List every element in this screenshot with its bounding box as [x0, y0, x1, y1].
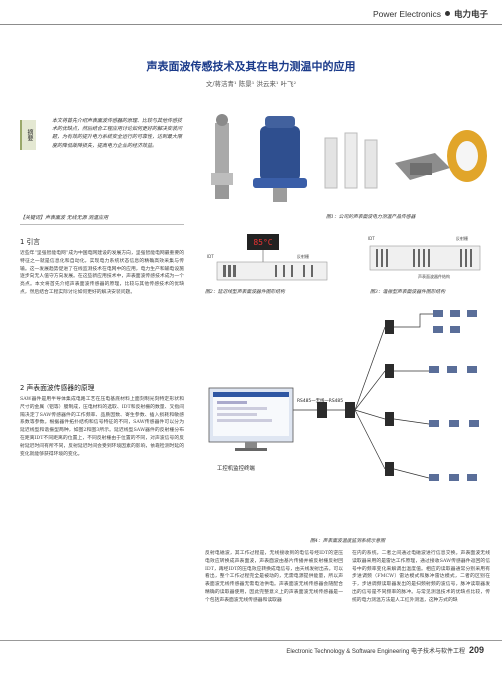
substation-icons: [429, 310, 479, 481]
page-number: 209: [468, 645, 484, 655]
blue-sensor-image: [253, 116, 307, 202]
journal-name-cn: 电力电子: [453, 10, 488, 20]
svg-text:85°C: 85°C: [253, 238, 272, 247]
figure-3-label-idt: IDT: [368, 236, 375, 241]
figure-3-label-reflector: 反射栅: [456, 236, 468, 241]
article-title: 声表面波传感技术及其在电力测温中的应用: [146, 60, 356, 73]
keywords-rule: [20, 224, 184, 225]
figure-4-link-label: RS485一无线一RS485: [297, 399, 343, 404]
body-column-3: 在内的系统，二者之间通过电磁波进行信息交换。声表面波无线读取器采用的是雷达工作原…: [352, 551, 490, 603]
figure-4-caption: 图4：声表面波温度监测系统示意图: [310, 539, 386, 544]
abstract-text: 本文将首先介绍声表面波传感器的原理、比较与其他传感技术的优缺点，然后结合工程应用…: [52, 118, 183, 149]
bullet-icon: [444, 11, 450, 16]
cylinder-sensors-image: [324, 132, 378, 189]
figure-2-label-idt: IDT: [207, 254, 214, 259]
keywords: 【关键词】声表面波 无线无源 测温应用: [20, 215, 109, 221]
footer: Electronic Technology & Software Enginee…: [286, 645, 484, 655]
abstract-label: 摘要: [20, 120, 36, 150]
bolt-sensor-image: [211, 114, 233, 199]
journal-name-en: Power Electronics: [372, 9, 441, 19]
ring-sensor-image: [447, 130, 487, 182]
section-2-text: SAW器件是用半导体集成电路工艺在压电基底材料上面刻制光刻特定形状和尺寸的金属（…: [20, 397, 184, 457]
figure-4-terminal-label: 工控机监控终端: [217, 466, 255, 472]
article-authors: 文/蒋洁青¹ 陈景¹ 洪云来¹ 叶飞²: [205, 80, 297, 88]
section-2-heading: 2 声表面波传感器的原理: [20, 384, 95, 392]
figure-4: RS485一无线一RS485 工控机监控终端: [205, 302, 493, 530]
figure-4-diagram: [208, 310, 479, 481]
footer-journal: Electronic Technology & Software Enginee…: [286, 649, 465, 655]
figure-3-label-structure: 声表面波器件结构: [418, 274, 450, 279]
figure-3-diagram: [369, 245, 481, 271]
figure-1-caption: 图1：公司的声表面波电力测温产品传感器: [326, 215, 416, 220]
network-devices: [317, 320, 394, 476]
figure-2-caption: 图2：延迟线型声表面波器件图形结构: [205, 290, 285, 295]
plate-sensor-image: [395, 153, 450, 180]
journal-header: Power Electronics 电力电子: [373, 8, 488, 20]
figure-3: IDT 声表面波器件结构 反射栅: [358, 228, 490, 286]
monitor-screen: [208, 387, 294, 451]
footer-rule: [0, 640, 502, 641]
body-column-2: 反射电磁波，其工作过程是，无线接收到的电信号经IDT的逆压电效应转换成声表面波，…: [205, 551, 343, 603]
figure-2: 85°C IDT 反射栅: [205, 228, 340, 286]
figure-1: [205, 108, 490, 210]
figure-1-image: [211, 114, 487, 202]
figure-2-diagram: 85°C: [216, 234, 328, 281]
section-1-heading: 1 引言: [20, 238, 41, 246]
figure-3-caption: 图3：谐振型声表面波器件图形结构: [370, 290, 446, 295]
section-1-text: 近些年“坚强智能电网”成为中国电网建设的发展方向，坚强智能电网最重要的特征之一就…: [20, 251, 184, 295]
figure-2-label-reflector: 反射栅: [297, 254, 309, 259]
header-rule: [0, 24, 502, 25]
